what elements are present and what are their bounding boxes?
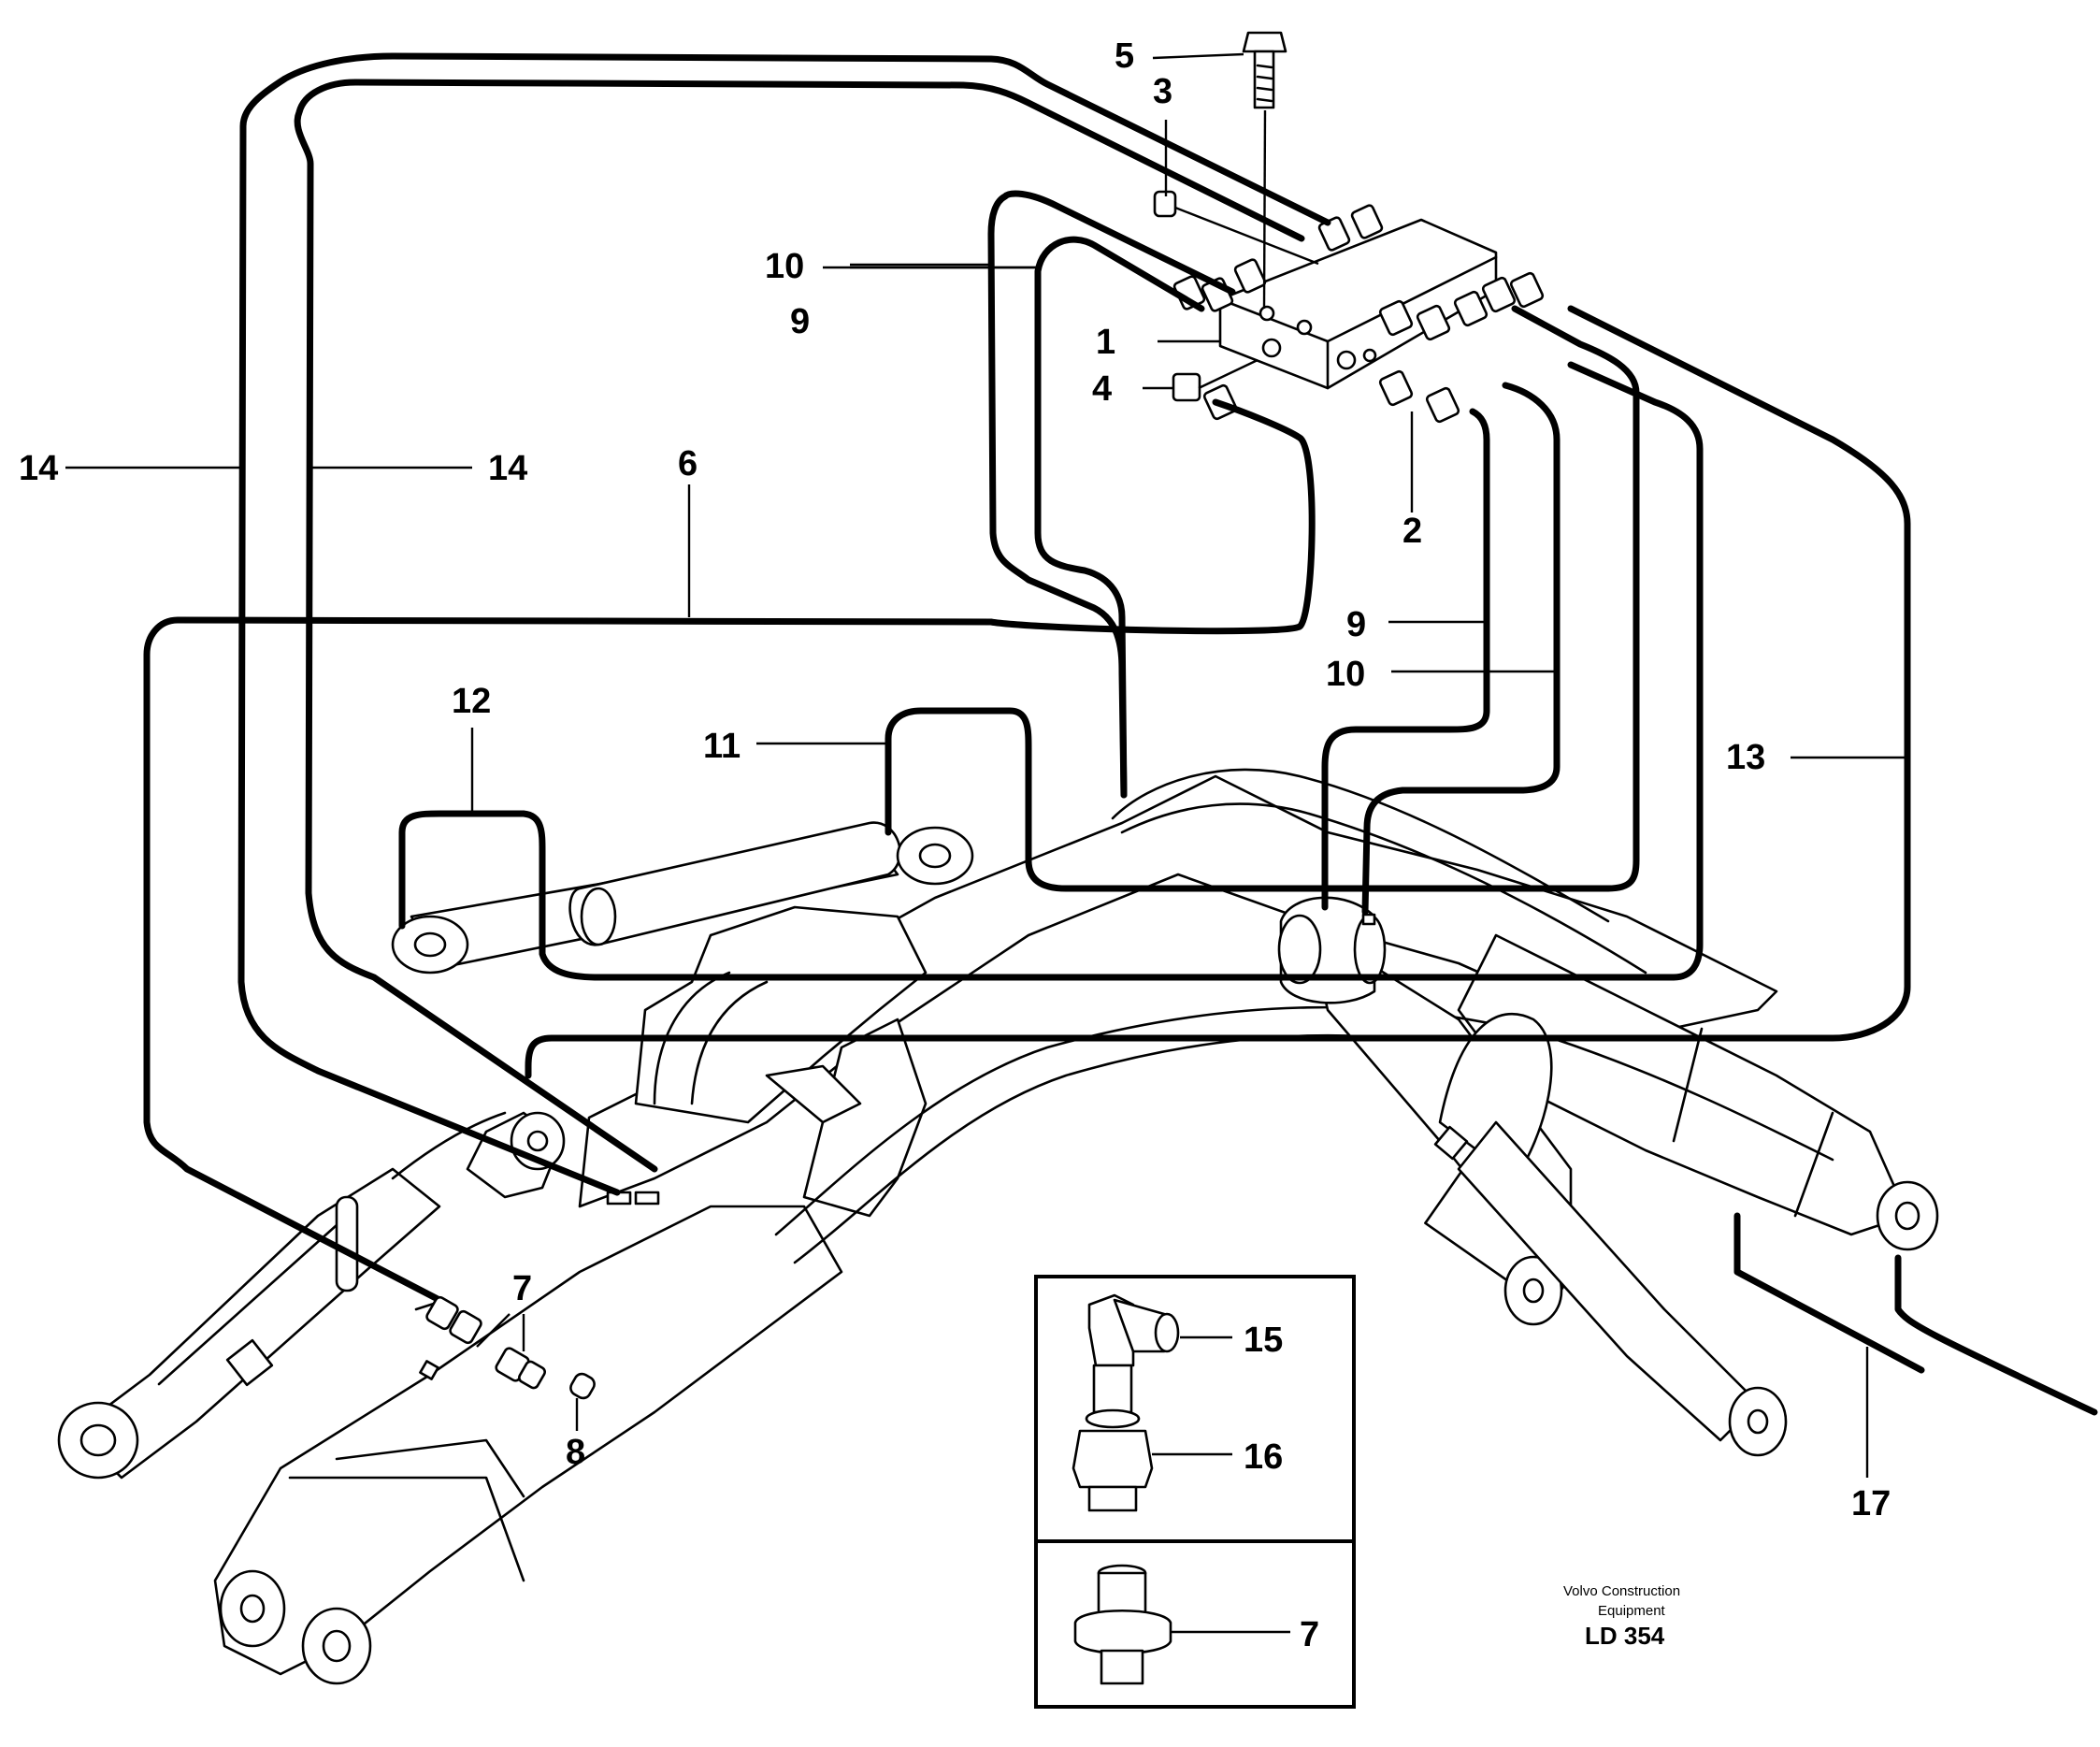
- diagram-credit: Volvo Construction Equipment LD 354: [1563, 1583, 1680, 1650]
- callout-14-right: 14: [488, 449, 527, 488]
- callout-10-left: 10: [765, 247, 804, 286]
- hose-9-right: [1321, 408, 1490, 911]
- callout-2: 2: [1402, 512, 1422, 551]
- center-pivot-sleeve: [1277, 896, 1387, 1004]
- block-fittings-top: [1172, 204, 1384, 312]
- hose-11: [885, 305, 1640, 892]
- tilt-cylinder-right: [1307, 924, 1788, 1457]
- hoses: [143, 52, 2098, 1416]
- hose-9-left: [1034, 236, 1205, 799]
- hose-13: [525, 305, 1911, 1079]
- detail-inset: [1034, 1275, 1356, 1709]
- inset-nut-16: [1072, 1408, 1154, 1512]
- callout-7-inset: 7: [1300, 1615, 1319, 1654]
- callout-labels: 1 2 3 4 5 6 7 8 9 9 10 10 11 12 13 14 14…: [19, 36, 1891, 1654]
- credit-company-line2: Equipment: [1598, 1603, 1666, 1619]
- credit-company-line1: Volvo Construction: [1563, 1583, 1680, 1599]
- callout-16: 16: [1244, 1437, 1283, 1477]
- block-fittings-right: [1378, 271, 1545, 424]
- callout-9-left: 9: [790, 302, 810, 341]
- callout-8: 8: [566, 1433, 585, 1472]
- hose-17-a: [1733, 1212, 1925, 1374]
- inset-fitting-7: [1073, 1564, 1172, 1685]
- hose-17-b: [1894, 1254, 2098, 1416]
- callout-5: 5: [1115, 36, 1134, 76]
- callout-9-right: 9: [1346, 605, 1366, 644]
- callout-6: 6: [678, 444, 698, 484]
- hose-14-outer: [237, 52, 1331, 1196]
- callout-4: 4: [1092, 369, 1112, 409]
- callout-13: 13: [1726, 738, 1765, 777]
- credit-code: LD 354: [1585, 1622, 1665, 1650]
- distribution-block: [1153, 31, 1545, 424]
- mounting-bolt: [1242, 31, 1287, 109]
- lift-cylinder-left: [57, 1111, 566, 1480]
- leader-lines: [65, 52, 1907, 1634]
- steering-cylinder: [391, 821, 974, 975]
- callout-1: 1: [1096, 323, 1115, 362]
- hose-6: [143, 398, 1316, 1304]
- elbow-fitting: [1172, 372, 1238, 421]
- callout-10-right: 10: [1326, 655, 1365, 694]
- callout-7-main: 7: [512, 1269, 532, 1308]
- callout-15: 15: [1244, 1321, 1283, 1360]
- callout-14-left: 14: [19, 449, 58, 488]
- hose-10-left: [987, 190, 1236, 799]
- callout-11: 11: [703, 727, 741, 766]
- inset-elbow-15: [1087, 1293, 1180, 1414]
- hose-14-inner: [294, 79, 1305, 1173]
- test-fittings-lower: [419, 1295, 596, 1400]
- hose-12: [398, 361, 1704, 981]
- callout-3: 3: [1153, 72, 1172, 111]
- loader-arm-frame: [213, 768, 1939, 1685]
- callout-12: 12: [452, 682, 491, 721]
- callout-17: 17: [1851, 1484, 1891, 1523]
- hose-10-right: [1361, 382, 1561, 916]
